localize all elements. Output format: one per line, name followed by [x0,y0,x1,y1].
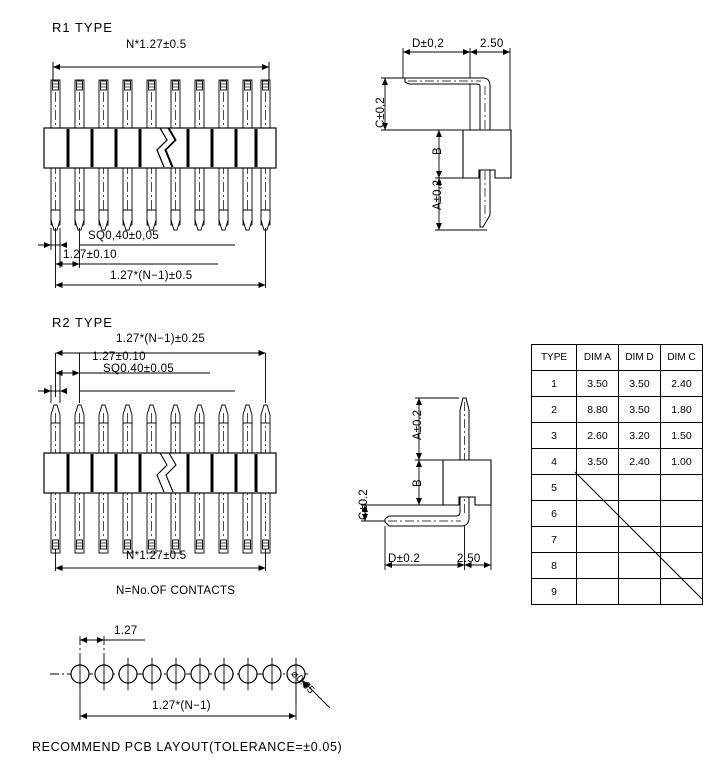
table-cell-d [618,552,661,579]
table-row: 6 [531,500,703,527]
table-cell-c [660,552,703,579]
table-cell-type: 5 [531,474,577,501]
table-cell-c: 1.50 [660,422,703,449]
r2-insulator-body [43,452,277,494]
r2-dim-span: 1.27*(N−1)±0.25 [116,333,206,345]
r1-type-title: R1 TYPE [52,20,113,35]
table-cell-a [576,474,619,501]
table-header-row: TYPE DIM A DIM D DIM C [531,344,703,371]
contacts-note: N=No.OF CONTACTS [116,585,236,597]
table-cell-type: 8 [531,552,577,579]
table-cell-type: 2 [531,396,577,423]
table-row: 5 [531,474,703,501]
r1-dim-span: 1.27*(N−1)±0.5 [110,270,193,282]
r2-dim-d: D±0.2 [388,553,421,565]
pcb-dim-pitch: 1.27 [114,625,138,637]
table-cell-c [660,500,703,527]
r2-front-view [38,350,277,571]
r1-front-view [38,62,277,288]
table-cell-type: 6 [531,500,577,527]
pcb-dim-span: 1.27*(N−1) [152,700,211,712]
pcb-layout-note: RECOMMEND PCB LAYOUT(TOLERANCE=±0.05) [32,740,343,754]
r2-dim-b: B [412,479,424,487]
table-cell-type: 3 [531,422,577,449]
table-cell-type: 1 [531,370,577,397]
table-cell-type: 9 [531,578,577,605]
table-row: 8 [531,552,703,579]
table-row: 7 [531,526,703,553]
table-cell-c: 1.80 [660,396,703,423]
r2-dim-square: SQ0.40±0.05 [103,363,174,375]
r2-dim-c: C±0.2 [358,489,370,520]
r1-insulator-body [43,127,277,169]
table-cell-a: 8.80 [576,396,619,423]
r1-dim-b: B [432,147,444,155]
table-cell-d: 3.50 [618,370,661,397]
table-cell-c [660,474,703,501]
table-cell-c [660,526,703,553]
r1-dim-c: C±0,2 [375,97,387,128]
table-cell-d [618,500,661,527]
table-cell-a: 2.60 [576,422,619,449]
table-cell-d [618,578,661,605]
table-cell-a [576,500,619,527]
table-cell-type: 7 [531,526,577,553]
table-cell-type: 4 [531,448,577,475]
table-cell-d: 2.40 [618,448,661,475]
r1-dim-square: SQ0,40±0,05 [88,230,159,242]
table-row: 9 [531,578,703,605]
table-cell-d: 3.20 [618,422,661,449]
table-cell-d [618,526,661,553]
header-dim-c: DIM C [660,344,703,371]
r2-side-view [361,397,492,570]
table-cell-c: 1.00 [660,448,703,475]
table-cell-c [660,578,703,605]
table-cell-a [576,552,619,579]
table-cell-a [576,526,619,553]
header-dim-a: DIM A [576,344,619,371]
table-cell-a: 3.50 [576,448,619,475]
r2-dim-pitch: 1.27±0.10 [92,351,146,363]
table-cell-a [576,578,619,605]
r1-dim-overall-top: N*1.27±0.5 [126,39,187,51]
r2-type-title: R2 TYPE [52,315,113,330]
r1-side-view [381,48,512,231]
table-cell-d [618,474,661,501]
r1-dim-pitch: 1.27±0.10 [63,249,117,261]
header-type: TYPE [531,344,577,371]
r2-dim-250: 2.50 [457,553,481,565]
r1-dim-250: 2.50 [480,38,504,50]
r2-dim-overall-bottom: N*1.27±0.5 [126,550,187,562]
header-dim-d: DIM D [618,344,661,371]
r2-dim-a: A±0.2 [412,410,424,440]
pcb-layout-view [50,636,331,720]
table-cell-c: 2.40 [660,370,703,397]
r1-dim-a: A±0,2 [432,180,444,210]
r1-dim-d: D±0,2 [412,38,445,50]
table-cell-d: 3.50 [618,396,661,423]
table-cell-a: 3.50 [576,370,619,397]
